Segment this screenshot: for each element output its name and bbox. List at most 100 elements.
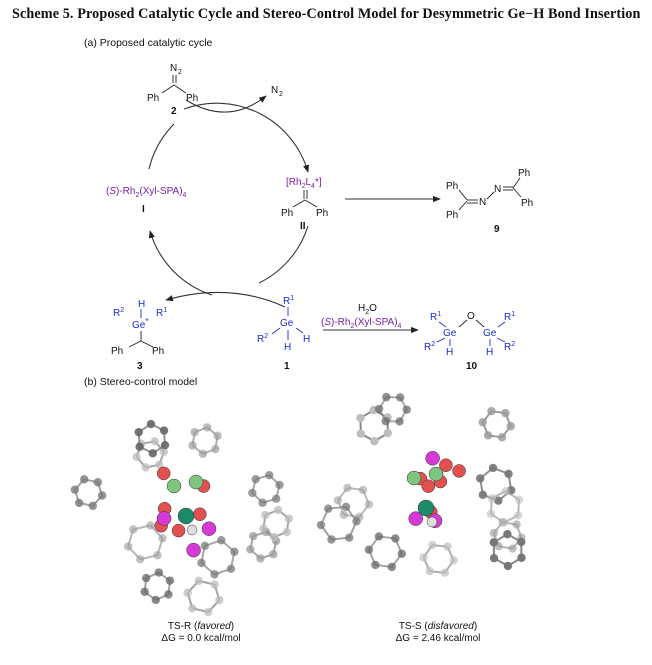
svg-text:R2: R2 — [257, 333, 268, 345]
model-atom — [230, 547, 239, 556]
svg-text:10: 10 — [466, 361, 478, 372]
svg-text:2: 2 — [171, 106, 177, 117]
svg-text:2: 2 — [178, 69, 182, 76]
model-atom — [382, 392, 391, 402]
model-atom — [246, 545, 255, 554]
model-atom — [364, 500, 374, 509]
model-atom — [316, 520, 326, 530]
model-atom — [140, 587, 149, 596]
model-atom — [391, 534, 400, 543]
model-atom — [395, 417, 404, 426]
product-3: R2 H R1 Ge* Ph Ph 3 — [111, 299, 167, 372]
svg-text:1: 1 — [284, 361, 290, 372]
model-atom — [503, 529, 512, 539]
model-atom — [374, 404, 384, 414]
svg-text:H: H — [284, 342, 291, 353]
model-atom — [146, 419, 156, 429]
model-atom — [517, 537, 526, 547]
svg-text:[Rh2L4*]: [Rh2L4*] — [286, 177, 322, 190]
model-atom — [190, 427, 199, 437]
model-atom — [443, 542, 452, 551]
model-atom — [428, 466, 444, 482]
svg-text:Ph: Ph — [316, 208, 328, 219]
svg-text:R2: R2 — [113, 307, 124, 319]
model-atom — [153, 551, 162, 560]
svg-text:Ge: Ge — [280, 318, 294, 329]
svg-text:Ph: Ph — [281, 208, 293, 219]
svg-text:R1: R1 — [156, 307, 167, 319]
model-atom — [503, 561, 513, 571]
model-atom — [352, 517, 361, 526]
model-atom — [486, 509, 496, 519]
model-atom — [421, 479, 436, 493]
ts-s-model — [316, 392, 526, 577]
model-atom — [136, 555, 145, 564]
model-atom — [417, 499, 435, 517]
cycle-arc-bottom-left — [148, 230, 213, 296]
model-atom — [402, 405, 411, 414]
svg-text:N: N — [271, 85, 278, 96]
product-out-arc — [165, 291, 286, 308]
ts-r-model — [70, 419, 294, 617]
model-atom — [397, 549, 407, 558]
hydrolysis-conditions: H2O (S)-Rh2(Xyl-SPA)4 — [321, 303, 402, 330]
model-atom — [74, 498, 84, 508]
model-atom — [343, 483, 352, 493]
svg-text:O: O — [467, 311, 475, 322]
svg-text:H: H — [138, 299, 145, 310]
model-atom — [80, 475, 89, 484]
model-atom — [381, 416, 390, 426]
model-atom — [200, 541, 210, 551]
azine-9: Ph Ph N N Ph Ph 9 — [446, 168, 533, 235]
model-atom — [282, 527, 292, 537]
model-atom — [204, 607, 213, 617]
model-atom — [177, 507, 195, 525]
model-atom — [256, 554, 265, 563]
catalyst-I: (S)-Rh2(Xyl-SPA)4 I — [106, 186, 187, 215]
model-atom — [164, 590, 173, 599]
model-atom — [478, 490, 488, 500]
model-atom — [374, 532, 384, 541]
svg-text:R1: R1 — [430, 311, 441, 323]
model-atom — [201, 521, 217, 536]
model-atom — [88, 501, 98, 511]
model-atom — [269, 550, 278, 559]
model-atom — [425, 451, 440, 466]
ts-s-caption: TS-S (disfavored) ΔG = 2.46 kcal/mol — [395, 621, 481, 644]
model-atom — [358, 485, 368, 495]
model-atom — [226, 564, 236, 573]
model-atom — [156, 466, 171, 481]
model-atom — [186, 542, 201, 558]
model-atom — [512, 520, 521, 529]
model-atom — [166, 478, 182, 494]
section-a-label: (a) Proposed catalytic cycle — [84, 37, 213, 49]
model-atom — [395, 393, 405, 402]
model-atom — [501, 408, 510, 418]
model-atom — [426, 516, 438, 528]
svg-text:Ph: Ph — [186, 93, 198, 104]
svg-text:R1: R1 — [504, 311, 515, 323]
model-atom — [284, 514, 294, 523]
model-atom — [487, 494, 496, 503]
model-atom — [475, 474, 485, 483]
model-atom — [210, 580, 219, 589]
svg-text:N: N — [170, 63, 177, 74]
model-atom — [478, 418, 487, 427]
model-atom — [141, 463, 150, 472]
svg-text:3: 3 — [137, 361, 143, 372]
model-atom — [508, 544, 517, 553]
svg-text:H: H — [303, 334, 310, 345]
svg-text:(S)-Rh2(Xyl-SPA)4: (S)-Rh2(Xyl-SPA)4 — [321, 317, 402, 330]
model-atom — [273, 505, 283, 515]
model-atom — [506, 421, 515, 431]
model-atom — [259, 524, 268, 533]
model-atom — [171, 523, 186, 538]
model-atom — [271, 494, 281, 503]
model-atom — [327, 535, 336, 544]
model-atom — [488, 463, 498, 473]
model-atom — [148, 449, 157, 458]
model-atom — [499, 518, 509, 527]
model-atom — [489, 528, 499, 538]
model-atom — [159, 447, 169, 457]
model-atom — [202, 423, 212, 432]
